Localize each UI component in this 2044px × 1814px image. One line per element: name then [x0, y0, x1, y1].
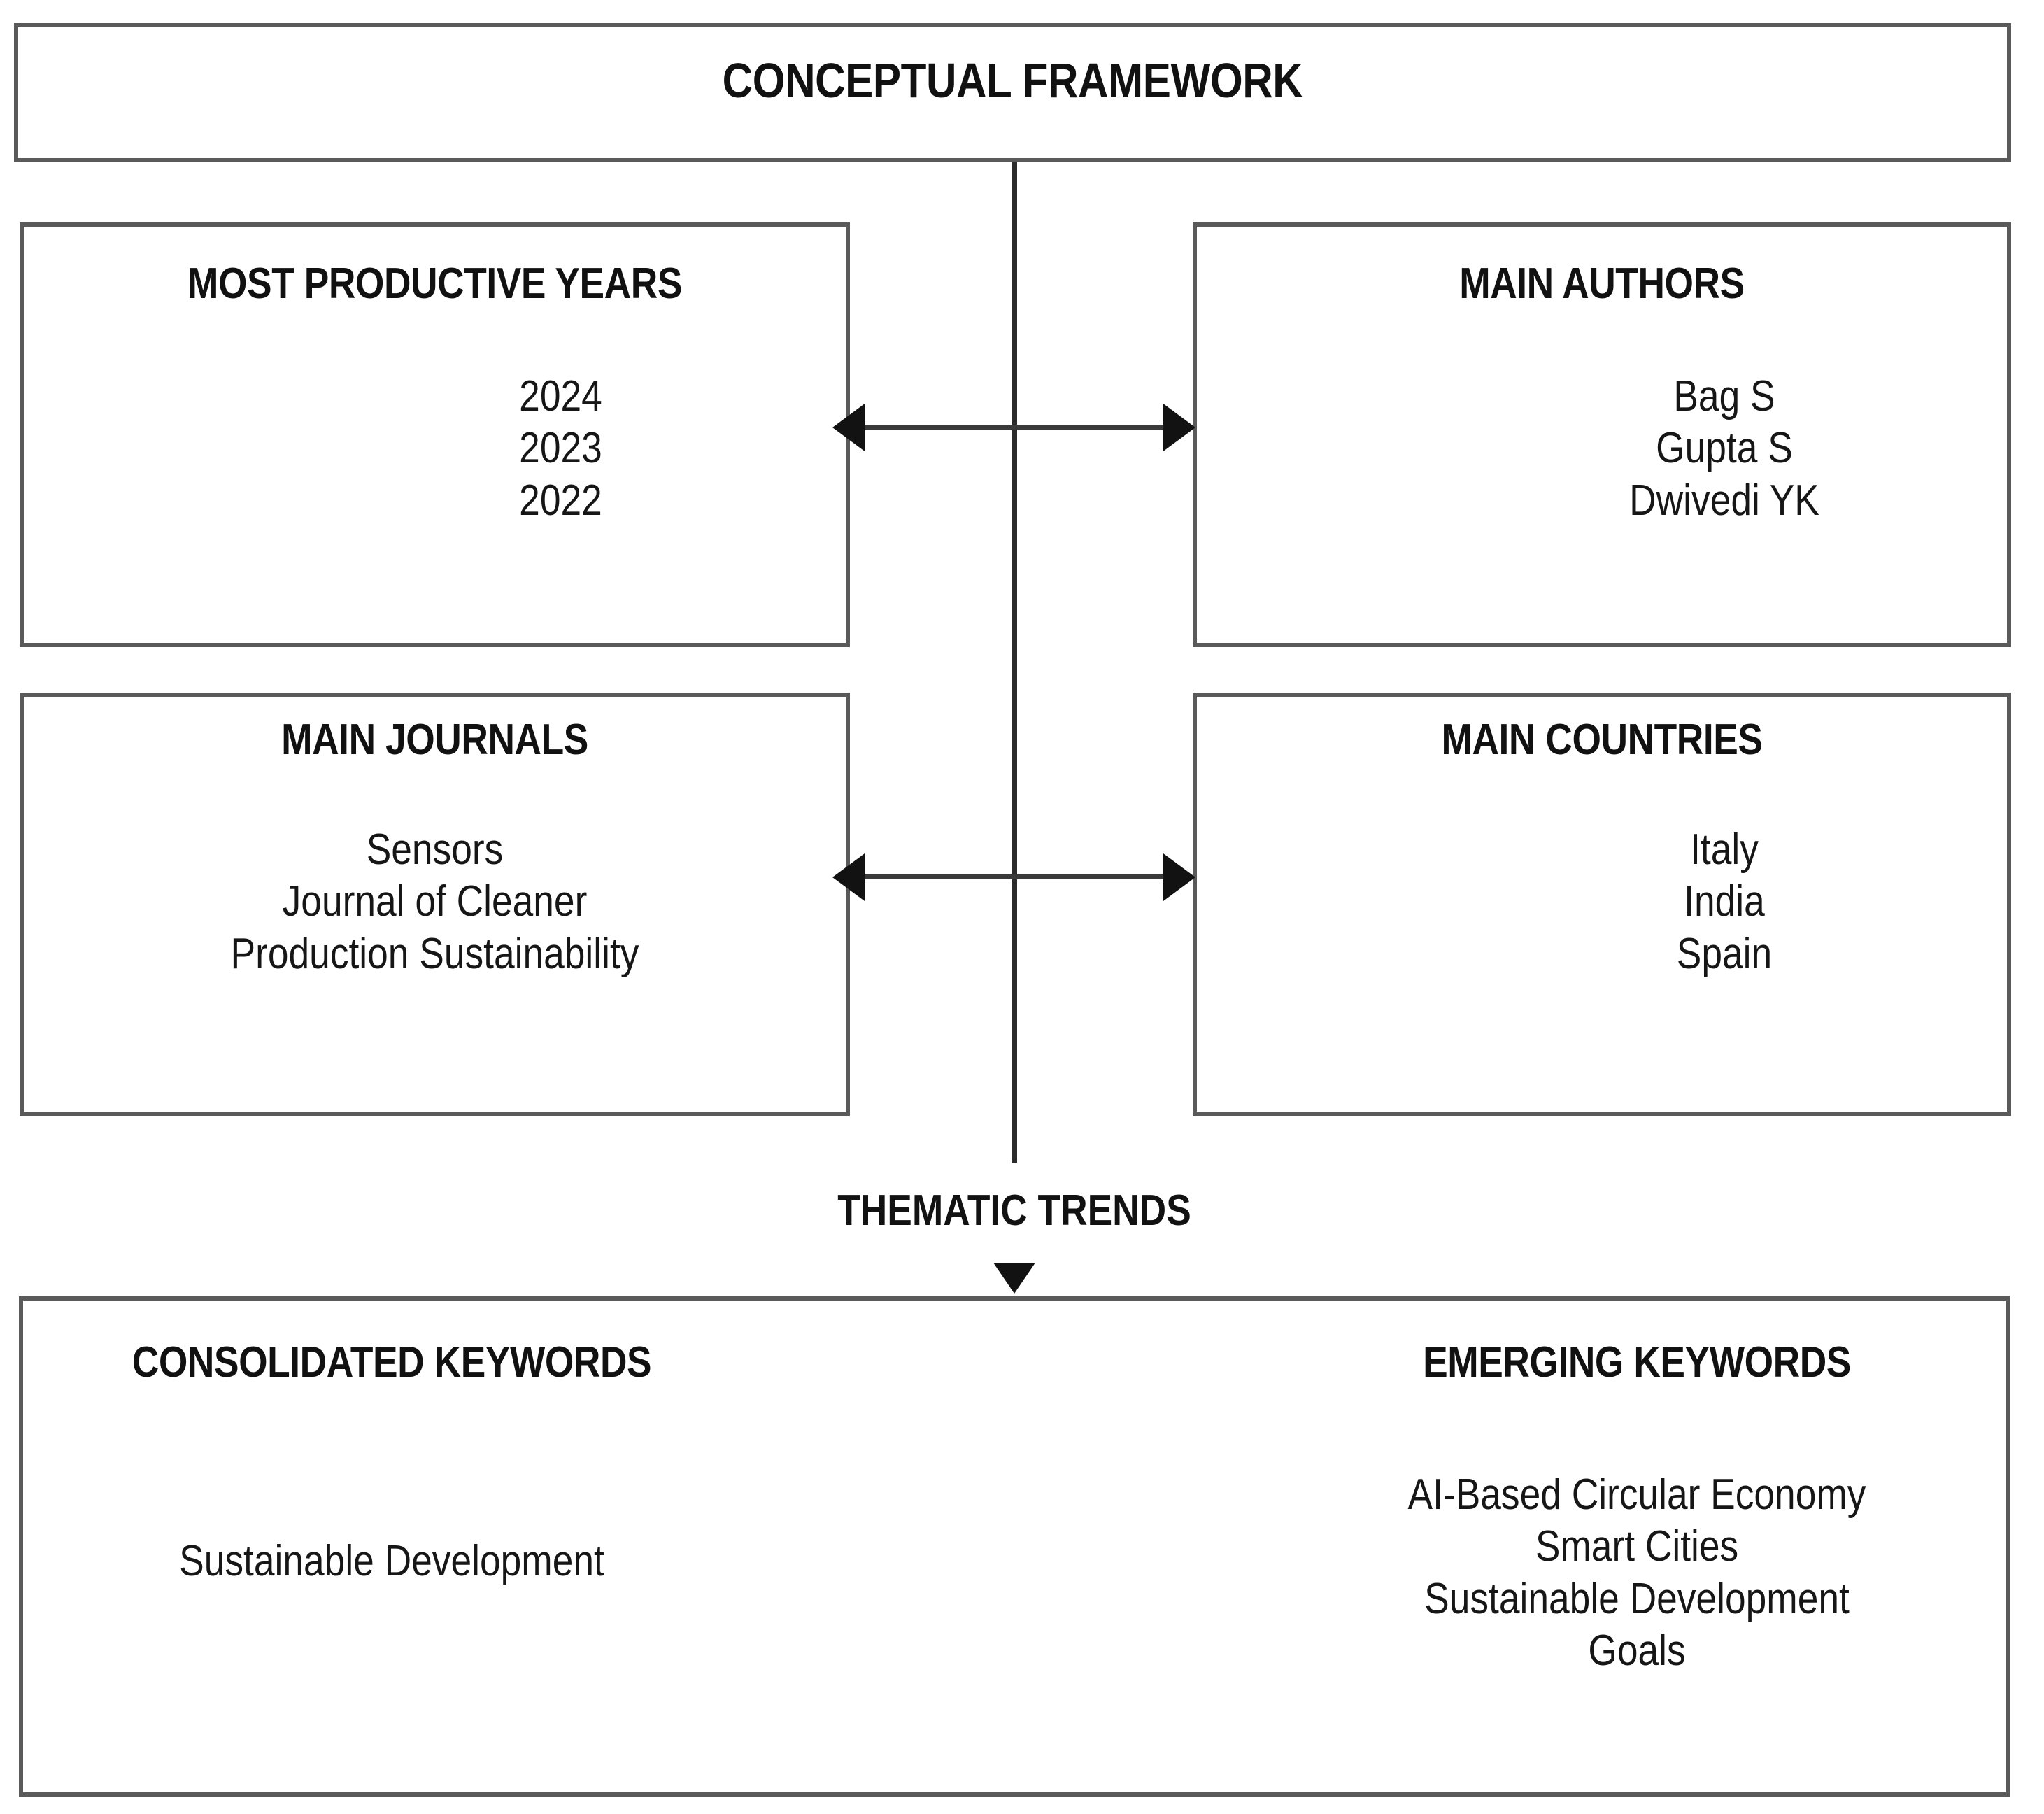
row1-arrow-right-icon [1163, 404, 1195, 451]
vertical-connector-line [1012, 162, 1017, 1163]
list-item: 2022 [519, 476, 602, 525]
most-productive-years-list: 2024 2023 2022 [204, 371, 918, 527]
main-countries-heading: MAIN COUNTRIES [1441, 716, 1763, 764]
main-authors-box [1193, 222, 2011, 647]
list-item: Spain [1676, 929, 1773, 978]
list-item: Dwivedi YK [1629, 476, 1819, 525]
keywords-box [19, 1296, 2010, 1797]
most-productive-years-box [20, 222, 850, 647]
main-journals-box [20, 693, 850, 1116]
list-item: Goals [1588, 1627, 1686, 1675]
list-item: Sensors [366, 825, 504, 874]
list-item: Italy [1690, 825, 1759, 874]
row2-arrow-left-icon [832, 853, 865, 901]
main-countries-box [1193, 693, 2011, 1116]
row1-connector-line [859, 425, 1184, 430]
main-journals-heading: MAIN JOURNALS [281, 716, 588, 764]
main-authors-heading: MAIN AUTHORS [1459, 260, 1745, 308]
list-item: Bag S [1673, 372, 1775, 420]
list-item: Smart Cities [1535, 1522, 1739, 1571]
list-item: 2024 [519, 372, 602, 420]
list-item: Sustainable Development [179, 1537, 604, 1585]
list-item: 2023 [519, 424, 602, 473]
list-item: India [1684, 877, 1765, 926]
most-productive-years-heading: MOST PRODUCTIVE YEARS [187, 260, 682, 308]
emerging-keywords-heading: EMERGING KEYWORDS [1423, 1338, 1851, 1387]
row1-arrow-left-icon [832, 404, 865, 451]
list-item: Production Sustainability [230, 929, 639, 978]
list-item: Sustainable Development [1424, 1574, 1850, 1623]
thematic-trends-arrow-down-icon [993, 1263, 1035, 1294]
emerging-keywords-list: AI-Based Circular Economy Smart Cities S… [1336, 1469, 1938, 1678]
list-item: AI-Based Circular Economy [1407, 1471, 1866, 1519]
page-title: CONCEPTUAL FRAMEWORK [722, 53, 1303, 108]
main-countries-list: Italy India Spain [1372, 824, 2044, 980]
consolidated-keywords-list: Sustainable Development [91, 1536, 693, 1587]
main-authors-list: Bag S Gupta S Dwivedi YK [1372, 371, 2044, 527]
row2-arrow-right-icon [1163, 853, 1195, 901]
row2-connector-line [859, 874, 1184, 879]
conceptual-framework-box [14, 23, 2011, 162]
list-item: Journal of Cleaner [282, 877, 588, 926]
thematic-trends-label: THEMATIC TRENDS [837, 1186, 1191, 1235]
consolidated-keywords-heading: CONSOLIDATED KEYWORDS [132, 1338, 652, 1387]
list-item: Gupta S [1656, 424, 1793, 473]
main-journals-list: Sensors Journal of Cleaner Production Su… [78, 824, 792, 980]
